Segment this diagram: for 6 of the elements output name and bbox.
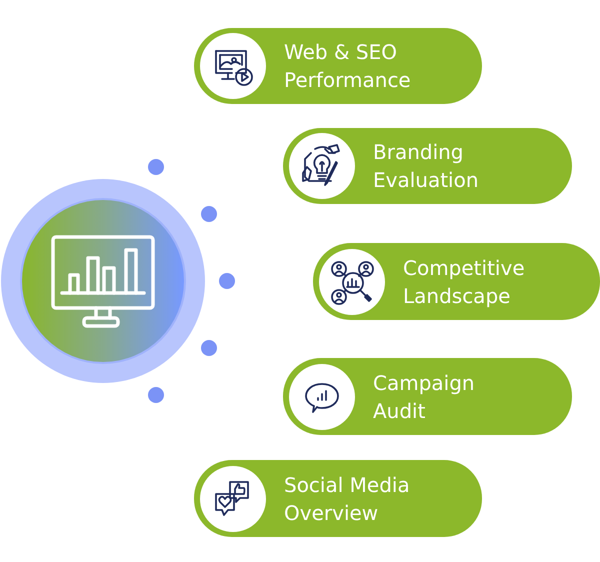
topic-pill <box>313 243 600 320</box>
topic-label: Web & SEO Performance <box>284 39 412 94</box>
topic-label: Social Media Overview <box>284 472 411 526</box>
topic-label: Branding Evaluation <box>373 139 480 194</box>
topic-label: Campaign Audit <box>373 370 476 424</box>
topic-label: Competitive Landscape <box>403 254 526 310</box>
